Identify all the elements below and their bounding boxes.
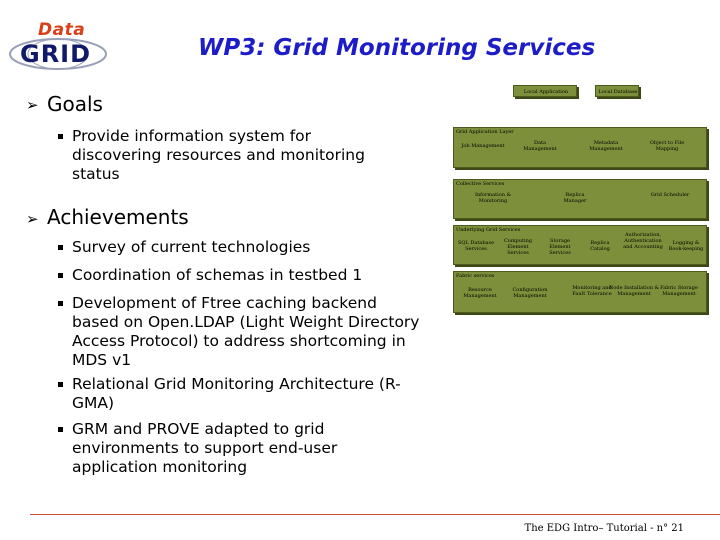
local-database-box: Local Database xyxy=(595,85,639,97)
bullet-icon xyxy=(58,245,63,250)
storage-element-services-label: Storage Element Services xyxy=(549,238,571,256)
bullet-icon xyxy=(58,273,63,278)
fabric-storage-management-label: Fabric Storage Management xyxy=(660,285,698,297)
metadata-management-label: Metadata Management xyxy=(589,140,623,152)
node-installation-management-label: Node Installation & Management xyxy=(609,285,659,297)
slide-title: WP3: Grid Monitoring Services xyxy=(198,35,596,61)
authorization-authentication-accounting-label: Authorization, Authentication and Accoun… xyxy=(623,232,663,250)
resource-management-label: Resource Management xyxy=(463,287,497,299)
grid-application-layer-label: Grid Application Layer xyxy=(456,129,514,135)
logo-grid-word: GRID xyxy=(20,40,92,68)
footer-divider xyxy=(30,514,720,515)
monitoring-fault-tolerance-label: Monitoring and Fault Tolerance xyxy=(572,285,612,297)
bullet-icon xyxy=(58,382,63,387)
fabric-services-label: Fabric services xyxy=(456,273,495,279)
fabric-services-layer xyxy=(453,271,707,313)
underlying-grid-services-layer xyxy=(453,225,707,265)
logo-data-word: Data xyxy=(38,20,86,40)
bullet-icon xyxy=(58,134,63,139)
collective-services-label: Collective Services xyxy=(456,181,505,187)
logging-book-keeping-label: Logging & Book-keeping xyxy=(668,240,704,252)
logo-globe-icon xyxy=(9,38,107,70)
replica-manager-label: Replica Manager xyxy=(563,192,587,204)
grid-application-layer xyxy=(453,127,707,168)
grid-scheduler-label: Grid Scheduler xyxy=(650,192,690,198)
object-to-file-mapping-label: Object to File Mapping xyxy=(649,140,685,152)
sql-database-services-label: SQL Database Services xyxy=(457,240,495,252)
configuration-management-label: Configuration Management xyxy=(512,287,548,299)
data-management-label: Data Management xyxy=(523,140,557,152)
computing-element-services-label: Computing Element Services xyxy=(503,238,533,256)
achievement-item: Survey of current technologies xyxy=(72,238,311,256)
replica-catalog-label: Replica Catalog xyxy=(590,240,610,252)
datagrid-logo: Data GRID xyxy=(8,20,112,70)
goals-item: Provide information system for discoveri… xyxy=(72,127,365,183)
bullet-icon xyxy=(58,427,63,432)
achievement-item: Coordination of schemas in testbed 1 xyxy=(72,266,363,284)
achievement-item: Relational Grid Monitoring Architecture … xyxy=(72,375,401,412)
achievements-heading: Achievements xyxy=(47,205,189,229)
goals-arrow-icon: ➢ xyxy=(26,96,39,114)
achievement-item: GRM and PROVE adapted to grid environmen… xyxy=(72,420,338,476)
goals-heading: Goals xyxy=(47,92,103,116)
bullet-icon xyxy=(58,301,63,306)
underlying-grid-services-label: Underlying Grid Services xyxy=(456,227,521,233)
information-monitoring-label: Information & Monitoring xyxy=(474,192,512,204)
achievements-arrow-icon: ➢ xyxy=(26,210,39,228)
collective-services-layer xyxy=(453,179,707,219)
achievement-item: Development of Ftree caching backend bas… xyxy=(72,294,420,369)
job-management-label: Job Management xyxy=(461,143,505,149)
local-application-box: Local Application xyxy=(513,85,577,97)
footer-text: The EDG Intro– Tutorial - n° 21 xyxy=(524,523,684,534)
